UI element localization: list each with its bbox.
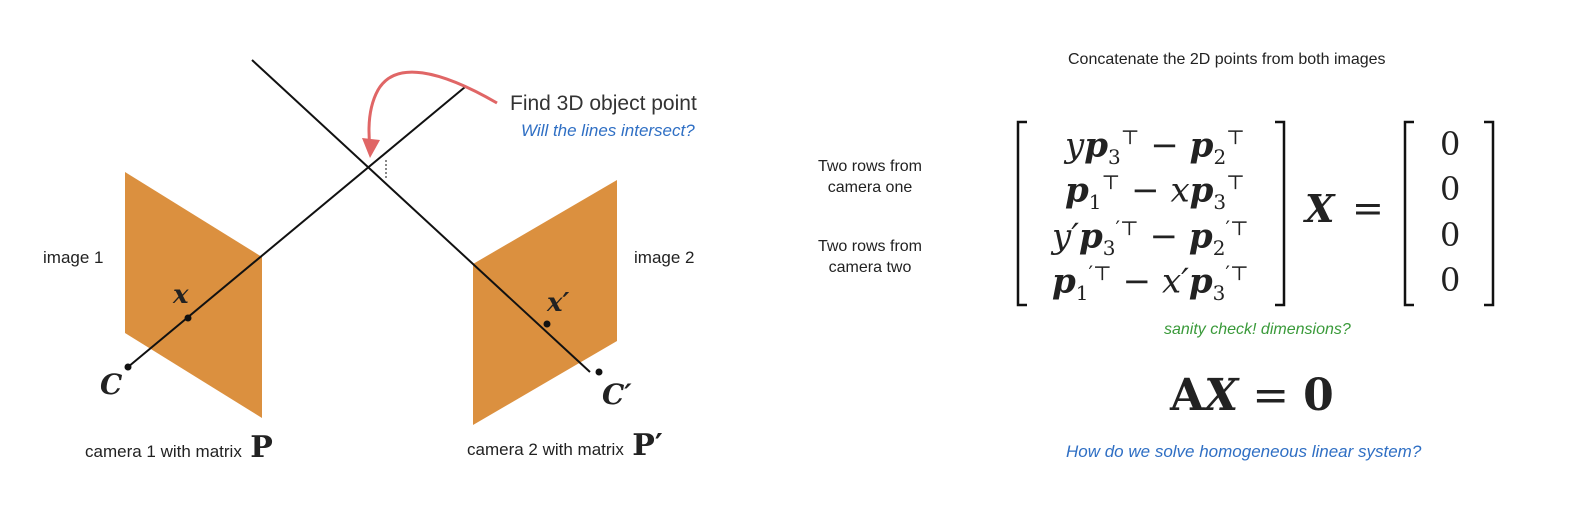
center-c-prime <box>595 368 603 376</box>
compact-x: X <box>1204 370 1239 421</box>
center-c <box>124 363 132 371</box>
equals-sign: = <box>1352 186 1384 230</box>
compact-equals: = <box>1238 370 1304 421</box>
camera1-caption-text: camera 1 with matrix <box>85 442 242 461</box>
compact-a: A <box>1170 370 1205 421</box>
ray-1 <box>127 86 466 368</box>
compact-form: AX = 0 <box>1170 370 1334 421</box>
rows-cam1-line2: camera one <box>827 179 913 196</box>
rows-cam2-line1: Two rows from <box>817 238 922 255</box>
point-x-prime-label: x′ <box>547 288 570 318</box>
matrix-row-4: p1′⊤ − x′p3′⊤ <box>1052 261 1249 306</box>
point-x-label: x <box>173 280 189 310</box>
equations-header: Concatenate the 2D points from both imag… <box>1068 51 1386 68</box>
matrix-row-2: p1⊤ − xp3⊤ <box>1065 170 1245 215</box>
solve-question: How do we solve homogeneous linear syste… <box>1066 442 1422 461</box>
matrix-row-1: yp3⊤ − p2⊤ <box>1065 125 1245 170</box>
zero-bracket-right <box>1484 120 1495 307</box>
point-x-prime <box>543 320 551 328</box>
camera2-caption: camera 2 with matrix P′ <box>467 428 663 463</box>
matrix-bracket-right <box>1275 120 1286 307</box>
zero-entry-2: 0 <box>1440 170 1461 208</box>
zero-entry-3: 0 <box>1440 216 1461 254</box>
zero-entry-4: 0 <box>1440 261 1461 299</box>
zero-entry-1: 0 <box>1440 125 1461 163</box>
rows-cam1-label: Two rows from camera one <box>805 156 935 198</box>
image-plane-1 <box>125 172 262 418</box>
callout-title: Find 3D object point <box>510 92 697 115</box>
rows-cam2-label: Two rows from camera two <box>805 236 935 278</box>
image1-label: image 1 <box>43 248 104 267</box>
image-plane-2 <box>473 180 617 425</box>
camera1-matrix: P <box>250 430 273 465</box>
callout-question: Will the lines intersect? <box>521 121 695 140</box>
compact-zero: 0 <box>1303 370 1334 421</box>
rows-cam2-line2: camera two <box>828 259 912 276</box>
sanity-check: sanity check! dimensions? <box>1164 321 1351 338</box>
ray-2 <box>251 59 591 373</box>
center-c-label: C <box>100 368 123 401</box>
center-c-prime-label: C′ <box>602 378 632 411</box>
point-x <box>184 314 192 322</box>
matrix-row-3: y′p3′⊤ − p2′⊤ <box>1052 216 1249 261</box>
callout-arrowhead <box>362 138 380 158</box>
rows-cam1-line1: Two rows from <box>817 158 922 175</box>
zero-bracket-left <box>1403 120 1414 307</box>
matrix-bracket-left <box>1016 120 1027 307</box>
camera1-caption: camera 1 with matrix P <box>85 430 273 465</box>
image2-label: image 2 <box>634 248 695 267</box>
unknown-x: X <box>1305 186 1335 231</box>
callout-arrow <box>367 70 498 149</box>
camera2-caption-text: camera 2 with matrix <box>467 440 624 459</box>
camera2-matrix: P′ <box>632 428 663 463</box>
